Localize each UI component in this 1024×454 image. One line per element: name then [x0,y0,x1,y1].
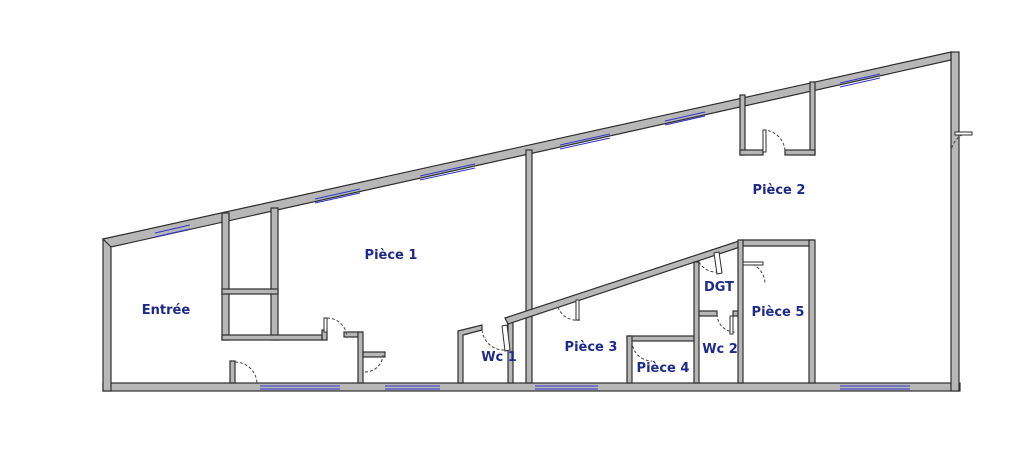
window [559,133,611,146]
room-label-piece2: Pièce 2 [753,183,806,198]
door-swing [950,131,973,154]
window [559,137,611,150]
piece5-left-wall [737,239,744,384]
small-partition-step [362,351,386,358]
alcove-bottom-left [739,149,764,156]
small-partition-vertical [357,331,364,384]
alcove-right-wall [809,81,816,156]
dgt-bottom-wall [698,310,718,317]
wc1-wall [457,324,483,384]
room-label-piece3: Pièce 3 [565,340,618,355]
piece5-right-wall [808,239,816,384]
door-swing [742,261,766,285]
bottom-wall [102,382,961,392]
door-leaf [729,315,734,335]
interior-walls [221,81,816,384]
closet-divider [221,288,279,295]
window [314,188,361,200]
door-leaf [323,317,328,333]
alcove-bottom-right [784,149,816,156]
window [419,167,476,181]
entrance-jamb [229,360,236,384]
windows [154,73,910,390]
door-leaf [501,324,511,352]
door-swing [234,361,258,385]
doors [234,129,973,385]
window [839,73,881,84]
window [839,77,881,88]
door-leaf [954,131,973,136]
left-wall [102,238,112,392]
door-leaf [762,129,767,153]
room-label-dgt: DGT [704,280,734,295]
window [664,111,706,122]
alcove-left-wall [739,94,746,156]
door-leaf [575,299,580,321]
window [154,224,191,234]
door-swing [481,329,506,351]
door-swing [364,354,384,373]
room-labels: Entrée Pièce 1 Pièce 2 Pièce 3 Pièce 4 P… [142,183,806,376]
door-swing [762,129,786,153]
piece4-top-wall [626,335,698,342]
closet-wall-left [221,212,230,341]
window [419,163,476,177]
separating-wall [525,149,533,384]
door-leaf [742,261,764,266]
door-leaf [713,251,723,275]
room-label-wc1: Wc 1 [481,350,517,365]
closet-bottom-wall [221,334,323,341]
room-label-wc2: Wc 2 [702,342,738,357]
door-swing [326,317,348,339]
window [154,228,191,238]
door-swing [631,340,653,362]
room-label-piece4: Pièce 4 [637,361,690,376]
room-label-piece1: Pièce 1 [365,248,418,263]
window [664,115,706,126]
room-label-piece5: Pièce 5 [752,305,805,320]
window [314,192,361,204]
dgt-left-wall [693,261,700,384]
closet-wall-right [270,207,279,341]
right-wall [950,51,960,392]
piece4-left-wall [626,335,633,384]
room-label-entree: Entrée [142,303,191,318]
